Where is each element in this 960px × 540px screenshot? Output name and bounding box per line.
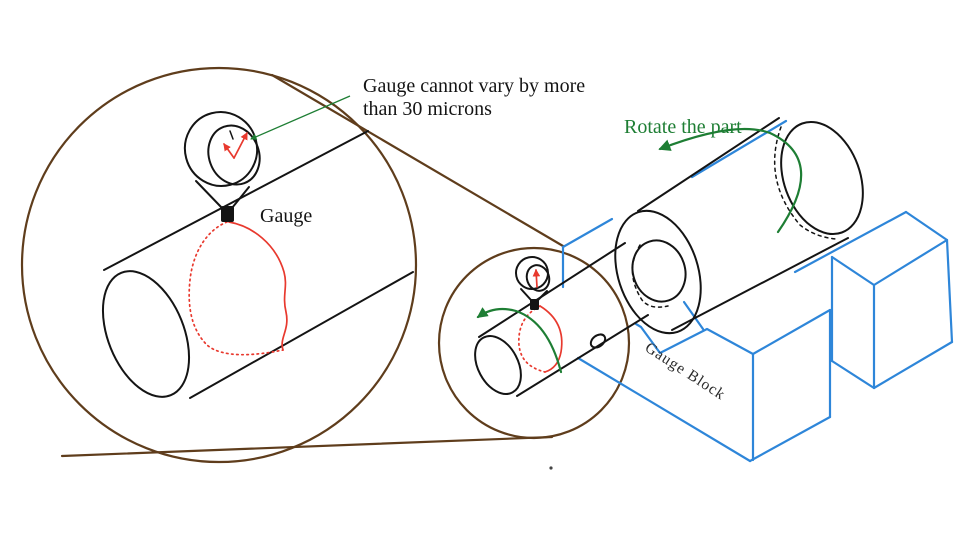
block-groove-far-edge [561,217,614,249]
magnifier-tangent-upper [270,73,565,248]
magnifier-circles [20,66,631,464]
block-front-right-edge [945,238,954,344]
block-side-bottom-edge [748,415,832,463]
gauge-housing [515,256,549,290]
magnifier-tangent-lower [60,435,554,458]
shaft-bottom-line [516,314,649,397]
gauge-label: Gauge [260,205,312,227]
gauge-note-text: Gauge cannot vary by more than 30 micron… [363,75,585,120]
cylinder-right-hidden-edge [773,126,837,240]
gauge-funnel-left [195,180,223,209]
block-groove-sliver-top [690,119,788,179]
magnified-cylinder-bottom-line [189,271,414,399]
gauge-contact-stem [530,299,539,310]
cylinder-step-face [614,209,702,335]
block-v-sliver [682,300,705,331]
block-top-face [830,210,949,287]
block-bottom-left-edge [576,356,752,463]
cylinder-step-hidden-edge [631,244,669,308]
gauge-block-label: Gauge Block [642,339,729,404]
small-magnifier-circle [437,246,631,440]
large-magnifier-circle [20,66,418,464]
block-bottom-left-edge [830,359,876,390]
small-magnifier-view [476,256,563,374]
stray-dot [549,466,553,470]
runout-circle-hidden [518,305,546,373]
annotations-green: Rotate the part [250,95,803,234]
gauge-note-line2: than 30 microns [363,98,492,120]
runout-circle-solid [539,305,563,373]
rotate-label: Rotate the part [624,116,742,138]
gauge-needle-right [233,131,248,159]
block-top-far-left-edge [793,210,908,274]
shaft-end-face [474,335,522,395]
gauge-needle-left [223,143,235,159]
magnified-cylinder-top-line [103,130,369,271]
rotation-arrow-small [476,307,563,374]
gauge-funnel-right [537,290,548,301]
rotation-arrow-large [658,127,803,234]
magnified-cylinder-end-face [101,270,191,398]
block-bottom-right-edge [872,340,954,390]
cylinder-bottom-line [671,237,849,331]
dial-gauge-small [515,256,551,310]
runout-trace-hidden [188,221,284,356]
gauge-housing [183,111,259,187]
gauge-note-leader-line [250,95,351,140]
shaft-top-line [478,242,626,338]
gauge-dial-tick [229,130,234,140]
cylinder-step-boss [631,239,687,303]
gauge-dial-face [525,264,551,292]
gauge-contact-stem [221,206,234,222]
block-v-notch [634,322,755,356]
shaft-hole [589,333,607,349]
large-magnifier-view: Gauge [101,111,414,399]
gauge-needle [532,268,541,288]
cylinder-right-end [780,120,864,236]
runout-trace-solid [228,221,288,351]
gauge-block-right [793,210,954,390]
gauge-funnel-left [520,288,532,301]
gauge-note-line1: Gauge cannot vary by more [363,75,585,97]
gauge-funnel-right [231,186,250,209]
dial-gauge-large [183,111,261,222]
cylinder-top-line [637,117,780,212]
gauge-dial-face [207,124,261,186]
block-side-top-edge [751,308,832,356]
part-cylinder [474,117,864,397]
